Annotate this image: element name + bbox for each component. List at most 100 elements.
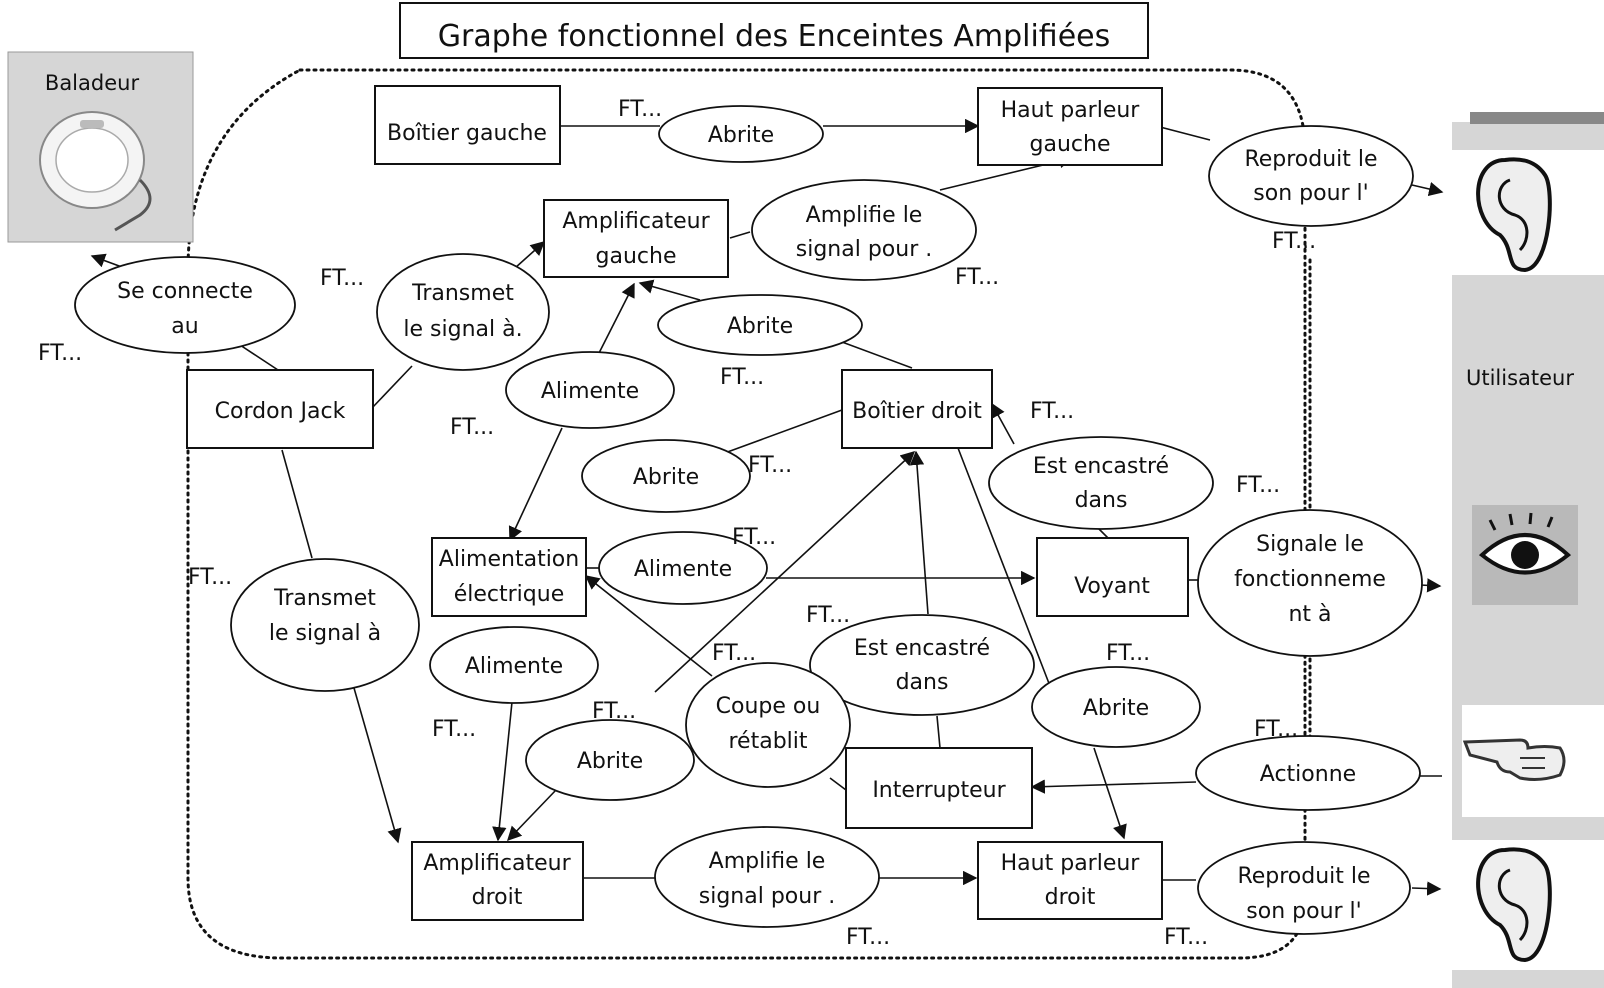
- svg-text:Abrite: Abrite: [577, 749, 643, 774]
- baladeur-panel: Baladeur: [7, 51, 194, 243]
- ft-label: FT...: [1164, 925, 1208, 950]
- ft-label: FT...: [320, 266, 364, 291]
- svg-text:Abrite: Abrite: [633, 465, 699, 490]
- svg-text:Actionne: Actionne: [1260, 762, 1356, 787]
- function-se-connecte: Se connecte au: [74, 256, 296, 354]
- ft-label: FT...: [748, 453, 792, 478]
- function-abrite-5: Abrite: [1031, 666, 1201, 748]
- function-actionne: Actionne: [1195, 735, 1421, 811]
- svg-text:signal pour .: signal pour .: [796, 237, 932, 262]
- svg-text:droit: droit: [472, 885, 523, 910]
- svg-text:Est encastré: Est encastré: [1033, 454, 1169, 479]
- svg-text:le signal à: le signal à: [269, 621, 381, 646]
- svg-text:Reproduit le: Reproduit le: [1244, 147, 1377, 172]
- function-signale: Signale le fonctionneme nt à: [1197, 509, 1423, 657]
- ft-label: FT...: [720, 365, 764, 390]
- svg-text:Alimente: Alimente: [541, 379, 639, 404]
- svg-text:nt à: nt à: [1288, 602, 1331, 627]
- svg-text:Alimente: Alimente: [634, 557, 732, 582]
- svg-text:Abrite: Abrite: [1083, 696, 1149, 721]
- node-cordon-jack: Cordon Jack: [186, 369, 374, 449]
- ft-label: FT...: [806, 603, 850, 628]
- svg-text:Cordon Jack: Cordon Jack: [215, 399, 346, 424]
- node-hp-droit: Haut parleur droit: [977, 841, 1163, 920]
- baladeur-label: Baladeur: [45, 71, 140, 95]
- ft-label: FT...: [1236, 473, 1280, 498]
- ft-label: FT...: [1106, 641, 1150, 666]
- utilisateur-panel: Utilisateur: [1452, 112, 1604, 988]
- ft-label: FT...: [188, 565, 232, 590]
- node-alimentation: Alimentation électrique: [431, 537, 587, 617]
- svg-text:Signale le: Signale le: [1256, 532, 1364, 557]
- svg-text:Amplifie le: Amplifie le: [709, 849, 826, 874]
- function-reproduit-2: Reproduit le son pour l': [1197, 841, 1411, 935]
- svg-text:Abrite: Abrite: [727, 314, 793, 339]
- node-ampli-droit: Amplificateur droit: [411, 841, 584, 921]
- function-coupe: Coupe ou rétablit: [685, 662, 851, 788]
- svg-text:électrique: électrique: [454, 582, 565, 607]
- function-abrite-3: Abrite: [581, 439, 751, 513]
- svg-text:gauche: gauche: [1030, 132, 1111, 157]
- node-voyant: Voyant: [1036, 537, 1189, 617]
- svg-text:dans: dans: [896, 670, 949, 695]
- ft-label: FT...: [618, 97, 662, 122]
- svg-text:Se connecte: Se connecte: [117, 279, 253, 304]
- svg-text:Voyant: Voyant: [1074, 574, 1150, 599]
- svg-text:fonctionneme: fonctionneme: [1234, 567, 1386, 592]
- svg-text:Interrupteur: Interrupteur: [872, 778, 1006, 803]
- svg-text:Reproduit le: Reproduit le: [1237, 864, 1370, 889]
- ft-label: FT...: [38, 341, 82, 366]
- function-transmet-1: Transmet le signal à.: [376, 253, 550, 371]
- pointing-hand-icon: [1462, 705, 1604, 817]
- ft-label: FT...: [712, 641, 756, 666]
- svg-text:Amplificateur: Amplificateur: [423, 851, 571, 876]
- function-amplifie-2: Amplifie le signal pour .: [654, 826, 880, 928]
- svg-text:Boîtier gauche: Boîtier gauche: [387, 121, 547, 146]
- svg-text:gauche: gauche: [596, 244, 677, 269]
- node-boitier-droit: Boîtier droit: [841, 369, 993, 449]
- ft-label: FT...: [1272, 229, 1316, 254]
- node-interrupteur: Interrupteur: [845, 747, 1033, 829]
- svg-text:le signal à.: le signal à.: [403, 317, 522, 342]
- function-reproduit-1: Reproduit le son pour l': [1208, 125, 1414, 227]
- svg-text:signal pour .: signal pour .: [699, 884, 835, 909]
- svg-text:Transmet: Transmet: [411, 281, 514, 306]
- eye-icon: [1472, 505, 1578, 605]
- svg-text:au: au: [171, 314, 198, 339]
- ft-label: FT...: [846, 925, 890, 950]
- svg-text:Amplifie le: Amplifie le: [806, 203, 923, 228]
- function-alimente-3: Alimente: [429, 626, 599, 704]
- function-amplifie-1: Amplifie le signal pour .: [751, 179, 977, 281]
- svg-text:dans: dans: [1075, 488, 1128, 513]
- ear-icon-bottom: [1476, 847, 1552, 963]
- ft-label: FT...: [432, 717, 476, 742]
- ft-label: FT...: [450, 415, 494, 440]
- function-encastre-2: Est encastré dans: [809, 614, 1035, 716]
- svg-text:Alimente: Alimente: [465, 654, 563, 679]
- function-alimente-2: Alimente: [598, 531, 768, 605]
- node-hp-gauche: Haut parleur gauche: [977, 87, 1163, 166]
- svg-text:Boîtier droit: Boîtier droit: [852, 399, 982, 424]
- system-boundary: [186, 68, 1307, 960]
- svg-text:Amplificateur: Amplificateur: [562, 209, 710, 234]
- svg-text:Haut parleur: Haut parleur: [1001, 98, 1141, 123]
- function-abrite-2: Abrite: [657, 294, 863, 356]
- function-transmet-2: Transmet le signal à: [230, 558, 420, 692]
- ft-labels: FT... FT... FT... FT... FT... FT... FT..…: [38, 97, 1316, 950]
- svg-text:Abrite: Abrite: [708, 123, 774, 148]
- title-box: [399, 2, 1149, 59]
- function-encastre-1: Est encastré dans: [988, 436, 1214, 530]
- ft-label: FT...: [1030, 399, 1074, 424]
- svg-text:Transmet: Transmet: [273, 586, 376, 611]
- svg-text:Est encastré: Est encastré: [854, 636, 990, 661]
- disc-player-icon: [39, 111, 152, 232]
- ft-label: FT...: [1254, 717, 1298, 742]
- ear-icon: [1476, 157, 1552, 273]
- function-abrite-1: Abrite: [658, 105, 824, 163]
- svg-text:Haut parleur: Haut parleur: [1001, 851, 1141, 876]
- ft-label: FT...: [732, 525, 776, 550]
- page-title: Graphe fonctionnel des Enceintes Amplifi…: [438, 19, 1110, 54]
- svg-text:son pour l': son pour l': [1246, 899, 1361, 924]
- function-abrite-4: Abrite: [525, 719, 695, 801]
